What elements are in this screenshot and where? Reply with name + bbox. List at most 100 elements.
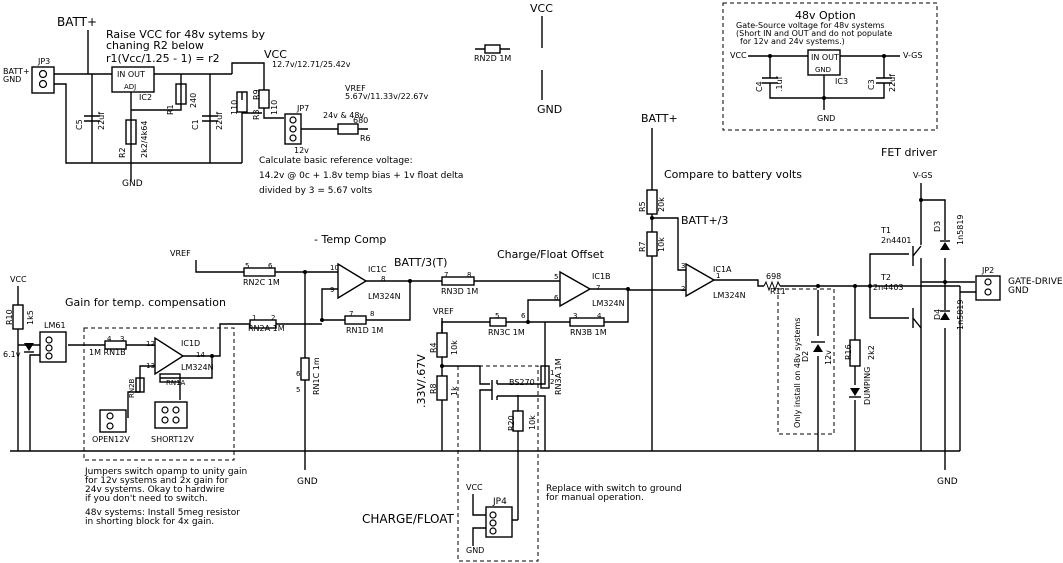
- jp2-pin2: [984, 288, 992, 296]
- label-c5-val: 22uf: [97, 112, 106, 130]
- label-r7-val: 10k: [657, 237, 666, 252]
- gain-section: Gain for temp. compensation VCC R10 1k5 …: [3, 275, 322, 527]
- lm61-pin3: [45, 352, 53, 360]
- label-ic1b: IC1B: [592, 272, 611, 281]
- note-jumpers-6: in shorting block for 4x gain.: [85, 517, 214, 527]
- label-v-gs-opt: V-GS: [903, 51, 922, 60]
- label-batt-plus-conn: BATT+: [3, 67, 30, 76]
- short12v-pin1: [161, 406, 169, 414]
- r7-resistor: [646, 231, 658, 257]
- label-rn2d: RN2D 1M: [474, 54, 511, 63]
- replace-line-2: for manual operation.: [546, 493, 644, 503]
- r16-resistor: [849, 339, 861, 367]
- opt48-line-2: (Short IN and OUT and do not populate: [736, 29, 892, 38]
- short12v-pin3: [172, 406, 180, 414]
- label-d3: D3: [933, 221, 942, 232]
- ic1c-pin8: 8: [381, 275, 385, 283]
- label-rn1d: RN1D 1M: [346, 326, 383, 335]
- rn2b-resistor: [135, 377, 145, 393]
- jp2-connector: [975, 275, 1001, 301]
- rn2a-pin2: 2: [271, 314, 275, 322]
- rn3c-pin6: 6: [521, 312, 526, 320]
- label-r2-val: 2k2/4k64: [140, 121, 149, 158]
- fet-junction-1: [919, 198, 923, 202]
- rn3d-resistor: [441, 276, 475, 286]
- jp4-pin3: [489, 527, 497, 535]
- rn1c-pin6: 6: [296, 370, 301, 378]
- ic1c-pin10: 10: [330, 264, 339, 272]
- calc-line-2: 14.2v @ 0c + 1.8v temp bias + 1v float d…: [259, 171, 463, 181]
- ic1d-wires: [127, 323, 322, 418]
- rn1b-pin3: 3: [120, 335, 124, 343]
- label-vcc-levels: 12.7v/12.71/25.42v: [272, 60, 351, 69]
- vref-diode: [24, 343, 34, 351]
- label-r3-val: 110: [270, 100, 279, 115]
- label-rn2b: RN2B: [128, 378, 136, 398]
- label-rn3c: RN3C 1M: [488, 328, 525, 337]
- jp4-pin1: [489, 511, 497, 519]
- label-r9-val: 110: [230, 100, 239, 115]
- jp4-pin2: [489, 519, 497, 527]
- label-vcc-mid: VCC: [530, 2, 553, 15]
- label-r1-val: 240: [189, 93, 198, 108]
- label-c4: C4: [755, 81, 764, 92]
- label-ic1d: IC1D: [181, 339, 200, 348]
- label-ic3: IC3: [835, 77, 848, 86]
- r16-junction: [853, 284, 857, 288]
- short12v-jumper: [154, 401, 188, 429]
- label-6-1v: 6.1v: [3, 350, 21, 359]
- ic1b-pin6: 6: [554, 294, 559, 302]
- label-gnd-reg: GND: [122, 179, 143, 189]
- rn3a-pin1: 1: [550, 369, 554, 377]
- ic1b-wires: [441, 288, 629, 333]
- r-divider-wires: [241, 74, 265, 100]
- label-fet-driver: FET driver: [881, 146, 937, 159]
- label-gate-drive: GATE-DRIVE: [1008, 277, 1063, 287]
- label-short12v: SHORT12V: [151, 435, 194, 444]
- r1-resistor: [175, 83, 187, 105]
- note-jumpers-1: Jumpers switch opamp to unity gain: [84, 467, 247, 477]
- r11-resistor: [763, 280, 781, 292]
- ic1b-junction-2: [526, 320, 530, 324]
- label-batt3: BATT+/3: [681, 214, 728, 227]
- label-jp7: JP7: [296, 104, 309, 113]
- c5-capacitor: [84, 115, 100, 122]
- short12v-pin2: [161, 416, 169, 424]
- label-d3-val: 1n5819: [956, 214, 965, 245]
- label-r7: R7: [638, 241, 647, 252]
- temp-comp-section: - Temp Comp VREF RN2C 1M 5 6 IC1C LM324N…: [170, 233, 560, 487]
- calc-line-1: Calculate basic reference voltage:: [259, 156, 413, 166]
- label-r2: R2: [118, 147, 127, 158]
- option-48v-border: [722, 2, 938, 131]
- fet-driver-section: FET driver V-GS T1 2n4401 T2 2n4403 D3 1…: [777, 146, 1063, 487]
- r2-resistor: [125, 119, 137, 145]
- rn1a-resistor: [159, 373, 181, 383]
- rn1d-pin8: 8: [370, 310, 374, 318]
- label-compare: Compare to battery volts: [664, 168, 802, 181]
- label-ic2: IC2: [139, 93, 152, 102]
- label-r10-val: 1k5: [26, 310, 35, 325]
- label-c5: C5: [75, 119, 84, 130]
- label-gnd-opt: GND: [817, 114, 835, 123]
- label-c1: C1: [191, 119, 200, 130]
- gain-border: [83, 327, 235, 461]
- label-r3: R3: [252, 109, 261, 120]
- rn2c-pin6: 6: [268, 262, 273, 270]
- label-r11-val: 698: [766, 272, 781, 281]
- jp7-wire: [263, 108, 284, 119]
- label-rn1a: RN1A: [166, 379, 186, 387]
- d4-diode: [940, 312, 950, 320]
- label-vref-mid: VREF: [170, 249, 191, 258]
- ic1b-junction: [626, 287, 630, 291]
- note-r1-formula: r1(Vcc/1.25 - 1) = r2: [106, 52, 220, 65]
- rn2a-resistor: [249, 319, 277, 329]
- opt48-junction-3: [822, 96, 826, 100]
- jp7-pin3: [289, 134, 297, 142]
- label-batt-plus-top: BATT+: [57, 15, 97, 29]
- label-charge-float: CHARGE/FLOAT: [362, 512, 455, 526]
- label-gnd-bottom: GND: [297, 477, 318, 487]
- jp2-pin1: [984, 278, 992, 286]
- opt48-line-3: for 12v and 24v systems.): [740, 37, 845, 46]
- label-rn3a: RN3A 1M: [554, 358, 563, 395]
- ic1a-pin1: 1: [716, 272, 720, 280]
